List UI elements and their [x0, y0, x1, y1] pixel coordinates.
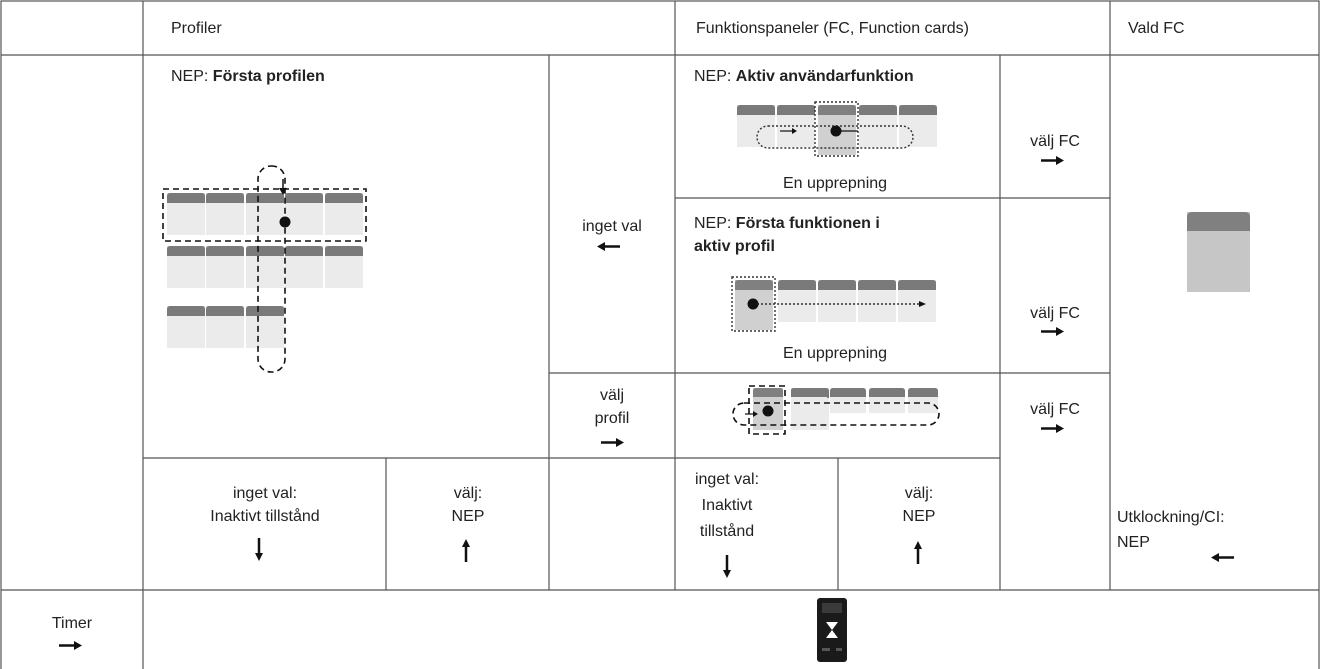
- arrow-up-icon: [460, 537, 472, 564]
- utklockning-1: Utklockning/CI:: [1117, 509, 1225, 526]
- arrow-right-icon: [57, 639, 84, 652]
- profiles-valj-1: välj:: [453, 485, 483, 502]
- fc-first-cards: [735, 280, 936, 330]
- arrow-right-icon: [1039, 422, 1066, 435]
- profiles-valj-2: NEP: [451, 508, 485, 525]
- label-valj-fc-3: välj FC: [1030, 401, 1080, 418]
- fc-inget-val-1: inget val:: [694, 471, 760, 488]
- label-valj-profil-1: välj: [599, 387, 624, 404]
- profile-selection-paths: [162, 165, 367, 373]
- profiles-inget-val-1: inget val:: [232, 485, 298, 502]
- fc-valj-1: välj:: [904, 485, 934, 502]
- profiles-title: NEP: Första profilen: [171, 68, 325, 85]
- arrow-right-icon: [1039, 154, 1066, 167]
- fc-inget-val-3: tillstånd: [699, 523, 755, 540]
- header-funktionspaneler: Funktionspaneler (FC, Function cards): [696, 20, 969, 37]
- fc-valj-2: NEP: [902, 508, 936, 525]
- header-vald-fc: Vald FC: [1128, 20, 1185, 37]
- profiles-inget-val-2: Inaktivt tillstånd: [210, 508, 320, 525]
- fc-active-caption: En upprepning: [782, 175, 888, 192]
- fc-active-title: NEP: Aktiv användarfunktion: [694, 68, 914, 85]
- fc-inget-val-2: Inaktivt: [701, 497, 753, 514]
- label-valj-fc-1: välj FC: [1030, 133, 1080, 150]
- arrow-down-icon: [721, 553, 733, 580]
- cursor-dot: [279, 216, 291, 228]
- arrow-right-icon: [1039, 325, 1066, 338]
- timer-label: Timer: [51, 615, 93, 632]
- arrow-right-icon: [599, 436, 626, 449]
- fc-first-caption: En upprepning: [782, 345, 888, 362]
- arrow-down-icon: [253, 536, 265, 563]
- hourglass-icon: [817, 598, 847, 662]
- label-valj-fc-2: välj FC: [1030, 305, 1080, 322]
- label-valj-profil-2: profil: [594, 410, 630, 427]
- profile-cards-grid: [167, 193, 363, 348]
- arrow-left-icon: [1209, 551, 1236, 564]
- arrow-up-icon: [912, 539, 924, 566]
- arrow-left-icon: [595, 240, 622, 253]
- header-profiler: Profiler: [171, 20, 222, 37]
- utklockning-2: NEP: [1117, 534, 1150, 551]
- fc-first-title-line2: aktiv profil: [694, 238, 775, 255]
- fc-first-title: NEP: Första funktionen i: [694, 215, 880, 232]
- label-inget-val: inget val: [582, 218, 642, 235]
- selected-fc-card: [1187, 212, 1250, 292]
